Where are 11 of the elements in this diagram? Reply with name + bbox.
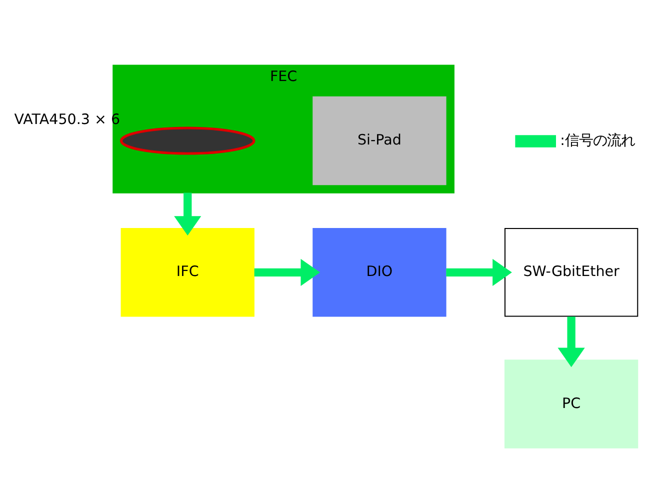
node-ellipse — [120, 126, 255, 154]
legend-label: :信号の流れ — [560, 132, 634, 149]
node-box: DIO — [312, 228, 446, 316]
node-box: Si-Pad — [312, 96, 446, 185]
node-box: IFC — [120, 228, 254, 316]
node-box: PC — [504, 359, 638, 448]
arrow — [557, 316, 584, 367]
arrow — [174, 192, 201, 236]
arrow — [254, 258, 320, 286]
node-box: SW-GbitEther — [504, 228, 638, 316]
arrow — [446, 258, 512, 286]
